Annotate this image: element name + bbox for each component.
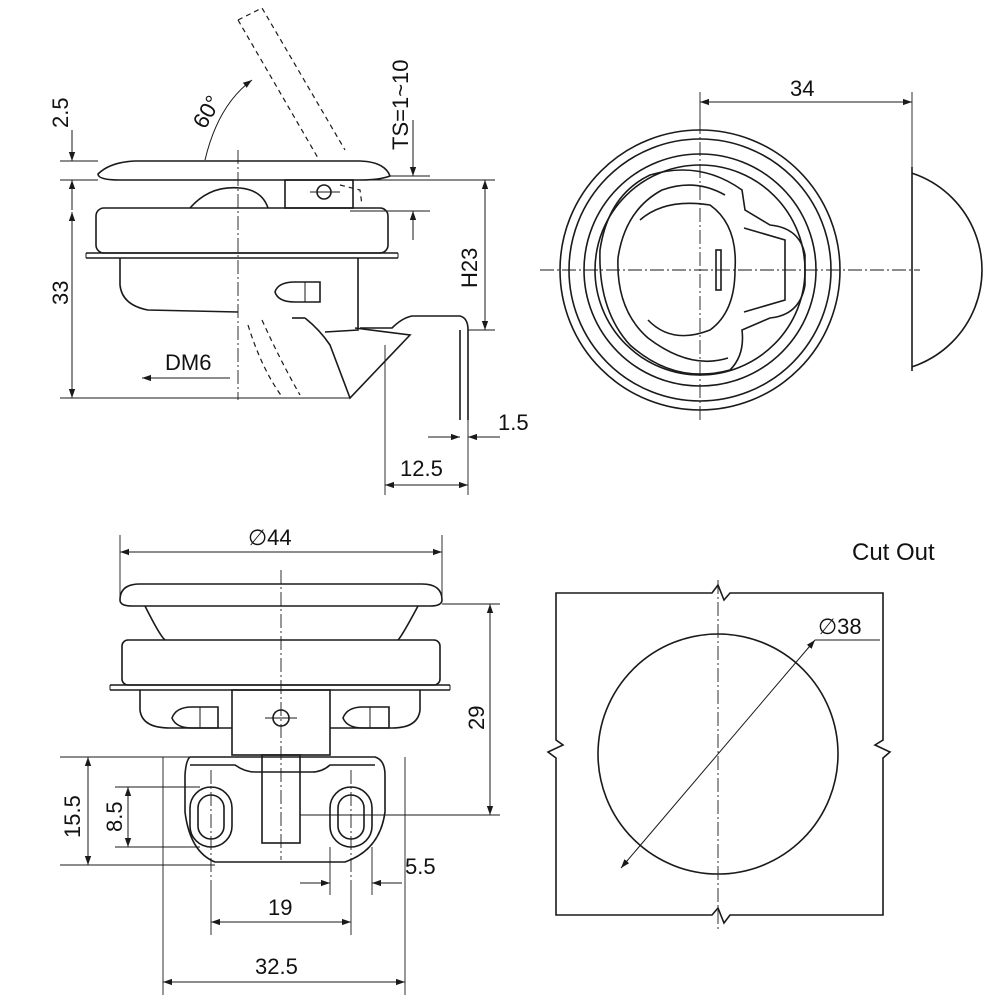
- lift-angle-label: 60°: [188, 91, 226, 132]
- side-flange: [97, 160, 392, 181]
- cutout-title: Cut Out: [852, 539, 935, 566]
- cutout-panel: [546, 583, 892, 925]
- cutout-view: Cut Out ∅38: [546, 539, 935, 930]
- slot-spacing-label: 19: [268, 895, 292, 920]
- side-cam: [304, 317, 412, 400]
- raised-ring-outline: [237, 7, 346, 399]
- mount-height-label: 15.5: [60, 795, 85, 838]
- thread-label: DM6: [165, 350, 211, 375]
- pull-ring: [599, 169, 806, 375]
- base-width-label: 32.5: [255, 954, 298, 979]
- hole-diameter-label: ∅38: [818, 614, 862, 639]
- slot-width-label: 5.5: [405, 854, 436, 879]
- slot-height-label: 8.5: [102, 801, 127, 832]
- flange-diameter-label: ∅44: [248, 525, 292, 550]
- side-view: 2.5 33 60° TS=1~10 H23 DM6 1.5 12.5: [48, 7, 529, 495]
- top-view: 34: [540, 76, 983, 420]
- mount-plate: [184, 756, 386, 863]
- side-body: [95, 207, 389, 254]
- panel-thickness-label: TS=1~10: [388, 59, 413, 150]
- overall-height-label: 33: [48, 281, 73, 305]
- ring-offset-label: 34: [790, 76, 814, 101]
- cam-offset-label: 12.5: [400, 456, 443, 481]
- front-view: ∅44 29 15.5 8.5 5.5 19 32.5: [60, 525, 500, 995]
- cam-thickness-label: 1.5: [498, 410, 529, 435]
- depth-label: 29: [464, 706, 489, 730]
- flange-thickness-label: 2.5: [48, 97, 73, 128]
- body-height-label: H23: [457, 248, 482, 288]
